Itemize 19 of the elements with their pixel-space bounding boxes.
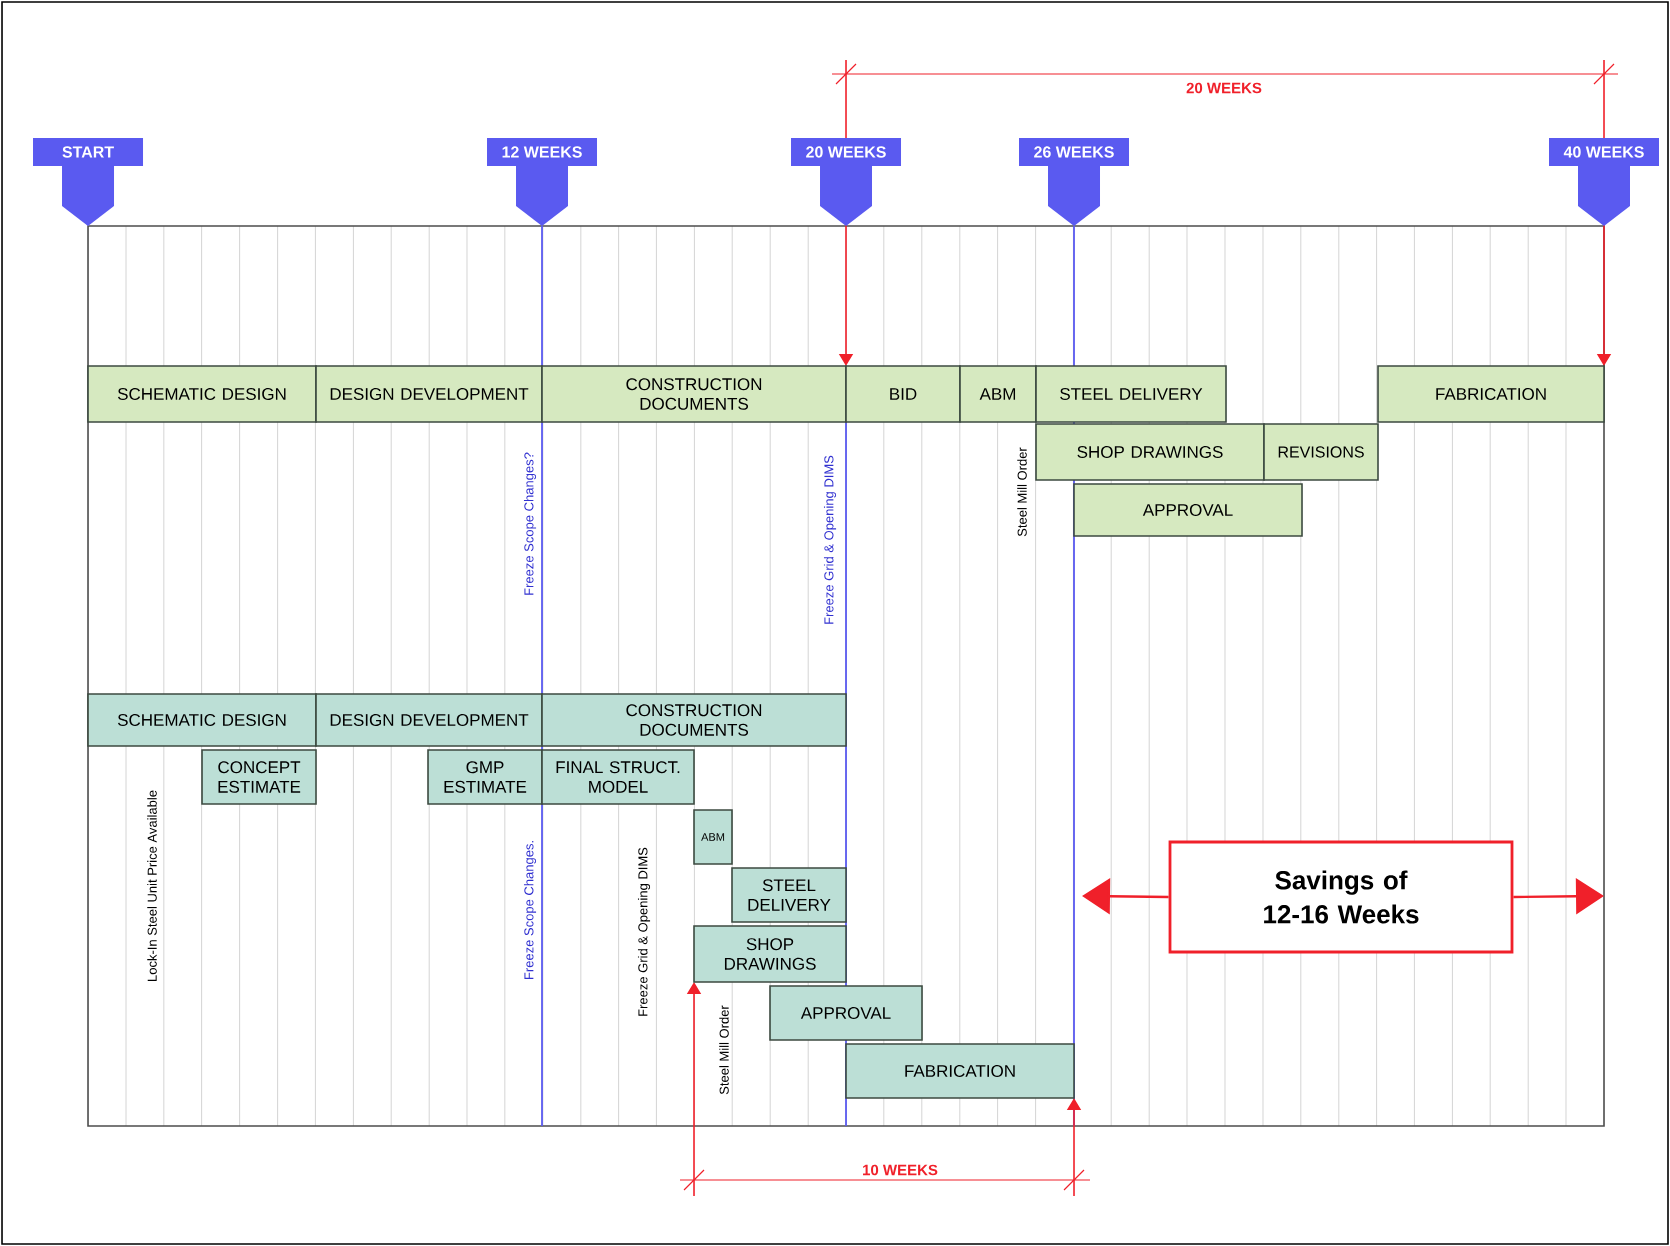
task-bar: DESIGN DEVELOPMENT <box>315 693 543 747</box>
task-bar: SHOP DRAWINGS <box>693 925 847 983</box>
task-bar: APPROVAL <box>1073 483 1303 537</box>
task-bar: APPROVAL <box>769 985 923 1041</box>
task-bar: ABM <box>959 365 1037 423</box>
task-bar: STEEL DELIVERY <box>731 867 847 923</box>
task-bar: SCHEMATIC DESIGN <box>87 365 317 423</box>
callout-box: Savings of 12-16 Weeks <box>1168 840 1514 954</box>
task-bar: FABRICATION <box>1377 365 1605 423</box>
task-bar: CONSTRUCTION DOCUMENTS <box>541 693 847 747</box>
task-bar: SCHEMATIC DESIGN <box>87 693 317 747</box>
task-bar: BID <box>845 365 961 423</box>
task-bar: FINAL STRUCT. MODEL <box>541 749 695 805</box>
task-bar: CONCEPT ESTIMATE <box>201 749 317 805</box>
task-bar: DESIGN DEVELOPMENT <box>315 365 543 423</box>
task-bar: SHOP DRAWINGS <box>1035 423 1265 481</box>
task-bar: GMP ESTIMATE <box>427 749 543 805</box>
task-bar: FABRICATION <box>845 1043 1075 1099</box>
task-bar: REVISIONS <box>1263 423 1379 481</box>
